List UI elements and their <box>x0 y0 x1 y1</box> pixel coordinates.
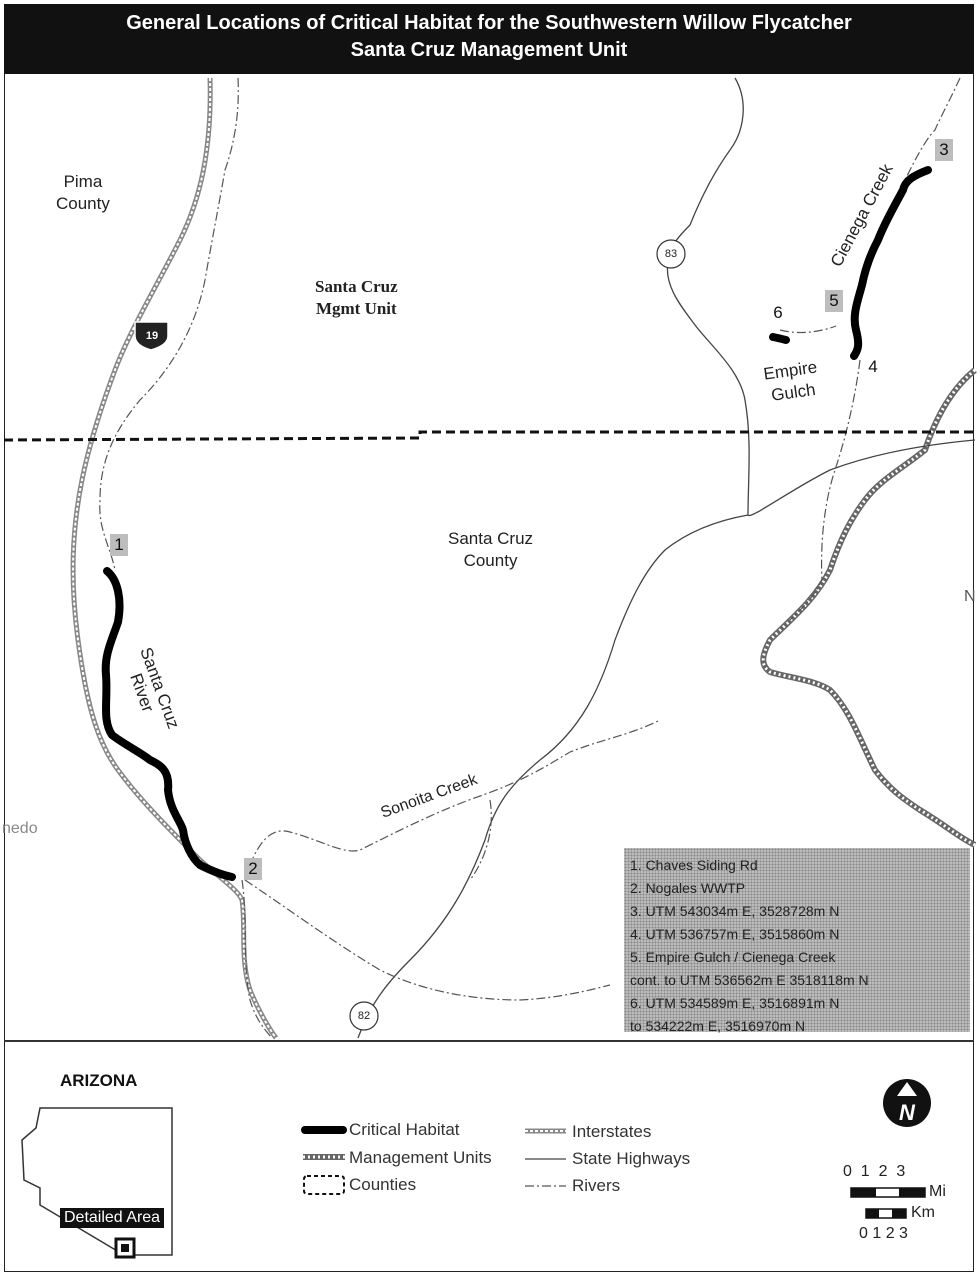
habitat-cienega-creek <box>850 166 932 360</box>
edge-partial-label: N <box>964 588 976 605</box>
highway-82-number: 82 <box>357 1010 371 1022</box>
map-frame <box>4 4 974 1272</box>
santa-cruz-river-label: Santa Cruz River <box>126 645 183 731</box>
site-list-item: cont. to UTM 536562m E 3518118m N <box>630 972 869 988</box>
site-list-item: 4. UTM 536757m E, 3515860m N <box>630 926 840 942</box>
state-highway-82 <box>357 514 749 1039</box>
habitat-santa-cruz-river <box>101 567 236 881</box>
site-list-item: 5. Empire Gulch / Cienega Creek <box>630 949 836 965</box>
legend-critical-habitat-label: Critical Habitat <box>349 1120 460 1139</box>
nogales-partial-label: nedo <box>2 820 38 837</box>
legend-interstates-label: Interstates <box>572 1122 652 1141</box>
scale-km-ticks: 0 1 2 3 <box>859 1225 908 1242</box>
legend-management-units-label: Management Units <box>349 1148 492 1167</box>
map-subtitle: Santa Cruz Management Unit <box>350 39 628 61</box>
county-boundary <box>3 430 975 442</box>
north-arrow-icon: N <box>883 1079 931 1127</box>
empire-gulch-label: Empire Gulch <box>762 357 819 405</box>
scale-bar-kilometers <box>865 1208 907 1219</box>
highway-83-shield-icon <box>656 239 686 269</box>
sonoita-creek-label: Sonoita Creek <box>379 771 481 822</box>
highway-82-shield-icon <box>349 1001 379 1031</box>
interstate-19-route <box>70 77 279 1040</box>
santa-cruz-mgmt-unit-label: Santa Cruz Mgmt Unit <box>315 277 398 318</box>
legend-panel <box>4 1040 974 1272</box>
legend-counties-label: Counties <box>349 1175 417 1194</box>
site-marker-4: 4 <box>868 357 878 376</box>
map-title: General Locations of Critical Habitat fo… <box>126 12 852 34</box>
santa-cruz-county-label: Santa Cruz County <box>448 529 534 570</box>
site-list-item: 6. UTM 534589m E, 3516891m N <box>630 995 840 1011</box>
highway-83-number: 83 <box>664 248 678 260</box>
title-bar: General Locations of Critical Habitat fo… <box>4 4 974 74</box>
management-unit-boundary <box>760 367 977 848</box>
habitat-empire-gulch <box>769 333 790 344</box>
detailed-area-marker-core <box>121 1244 129 1252</box>
site-list-item: 1. Chaves Siding Rd <box>630 857 758 873</box>
pima-county-label: Pima County <box>56 172 110 213</box>
interstate-shield-icon <box>134 321 169 351</box>
interstate-19-number: 19 <box>145 330 159 342</box>
site-list-item: 2. Nogales WWTP <box>630 880 746 896</box>
state-highway-83 <box>666 77 976 517</box>
legend-state-highways-label: State Highways <box>572 1149 691 1168</box>
site-list-item: to 534222m E, 3516970m N <box>630 1018 806 1034</box>
site-list-box: 1. Chaves Siding Rd 2. Nogales WWTP 3. U… <box>624 848 970 1034</box>
scale-bar-miles <box>850 1187 926 1198</box>
site-marker-3: 3 <box>935 139 953 161</box>
scale-km-unit: Km <box>911 1204 935 1221</box>
site-marker-2: 2 <box>244 858 262 880</box>
rivers <box>99 77 961 1039</box>
legend-counties-symbol <box>303 1175 345 1195</box>
svg-text:N: N <box>899 1100 916 1125</box>
arizona-inset-title: ARIZONA <box>60 1071 138 1090</box>
legend-rivers-label: Rivers <box>572 1176 621 1195</box>
scale-miles-unit: Mi <box>929 1183 946 1200</box>
site-marker-5: 5 <box>825 290 843 312</box>
detailed-area-label: Detailed Area <box>60 1208 165 1228</box>
critical-habitat <box>101 166 932 881</box>
site-marker-1: 1 <box>110 534 128 556</box>
site-marker-6: 6 <box>773 303 783 322</box>
site-list-item: 3. UTM 543034m E, 3528728m N <box>630 903 840 919</box>
scale-miles-ticks: 0 1 2 3 <box>843 1163 906 1180</box>
